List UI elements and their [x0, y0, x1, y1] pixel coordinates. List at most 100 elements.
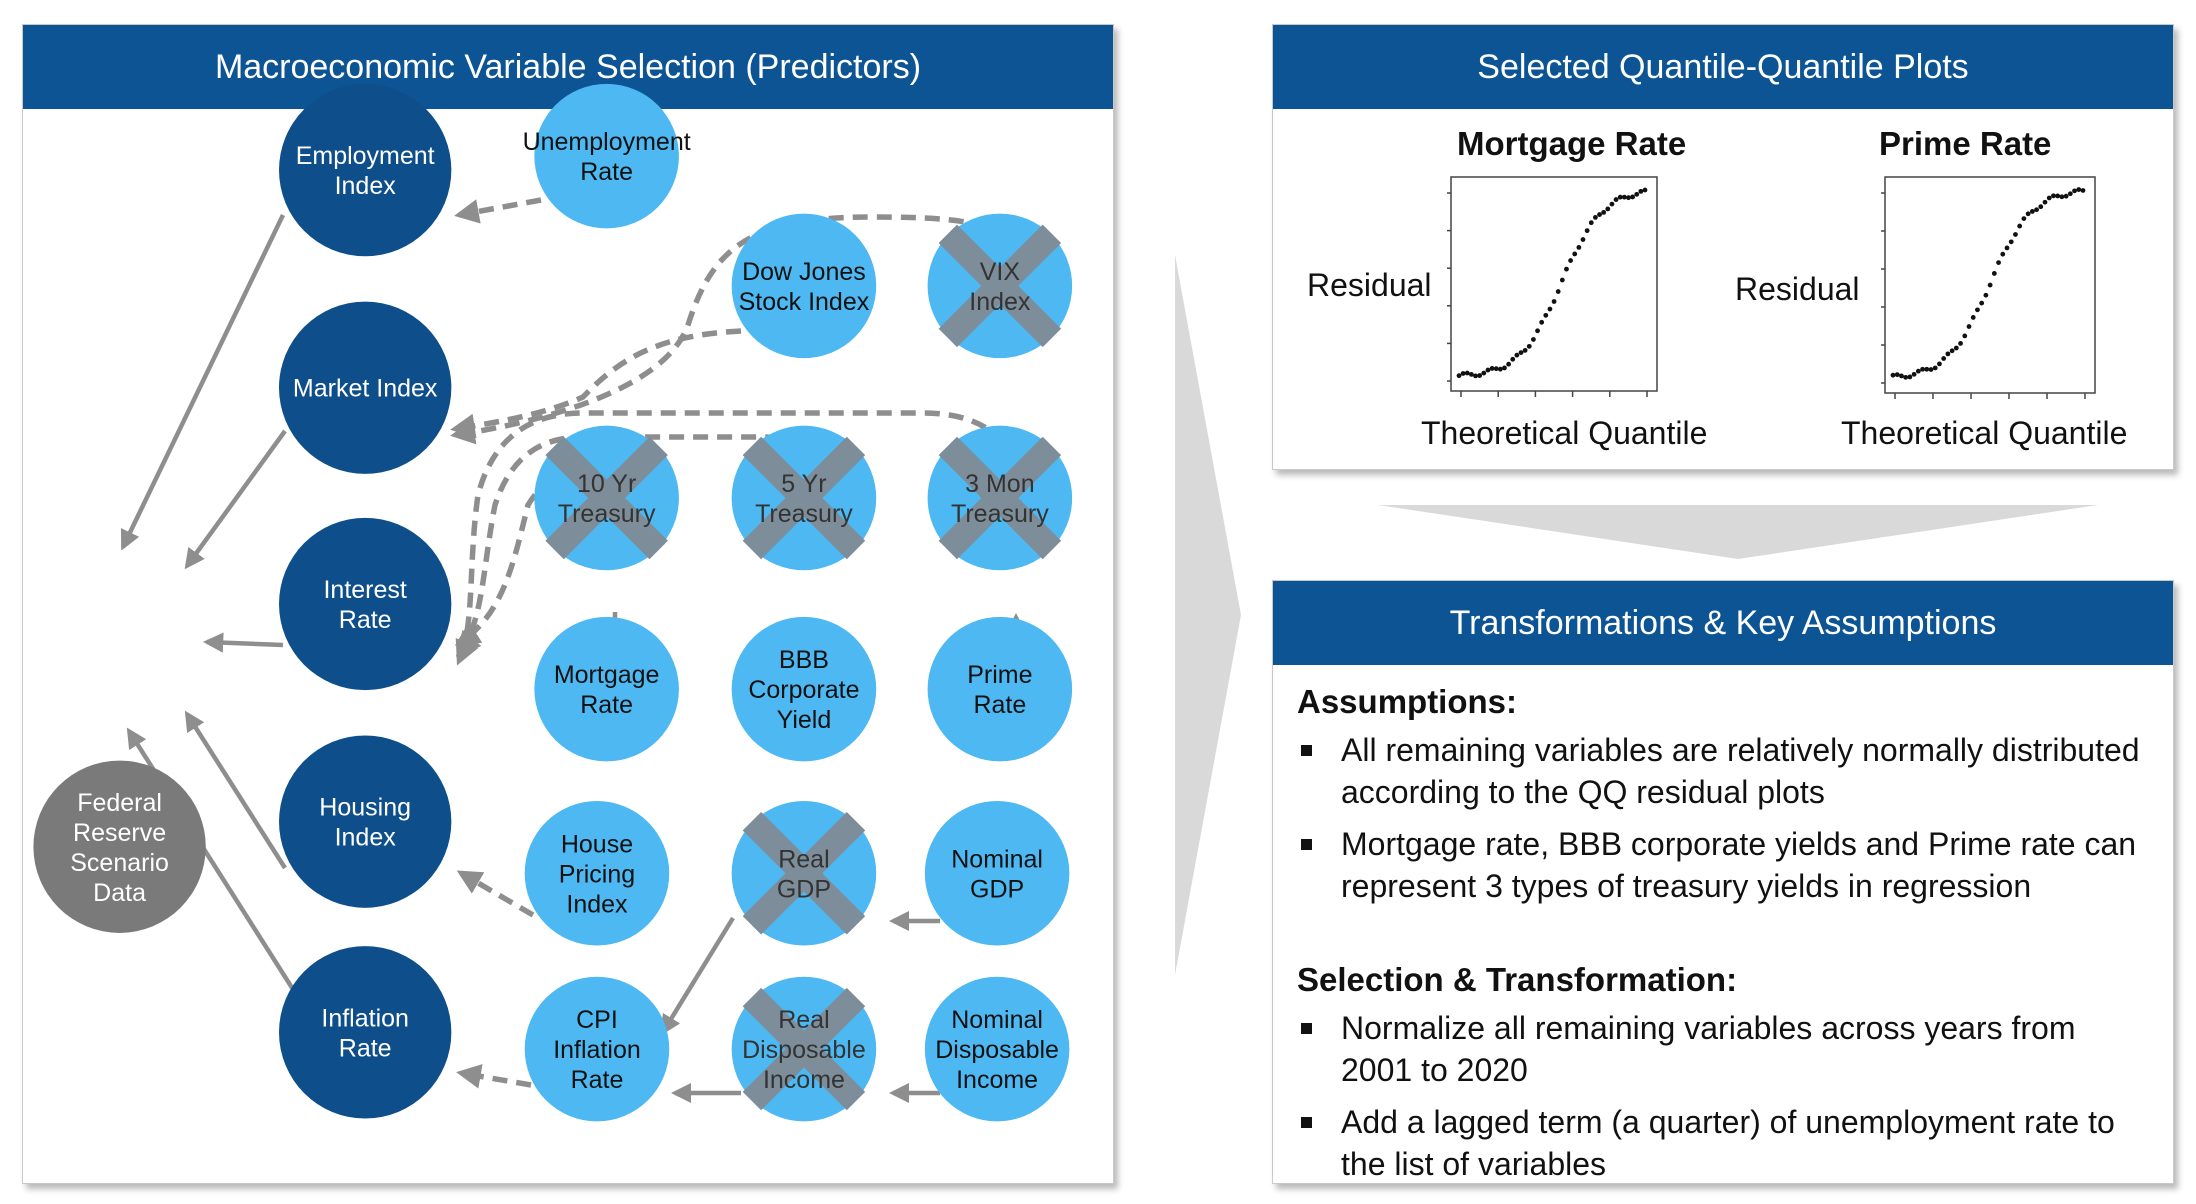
node-10yr-treasury-label: Treasury — [558, 500, 656, 528]
qq-point — [1518, 350, 1524, 355]
qq-prime-ylabel: Residual — [1735, 271, 1860, 307]
qq-point — [1899, 373, 1904, 379]
node-unemployment-rate-label: Rate — [580, 158, 633, 186]
node-mortgage-rate-label: Rate — [580, 691, 633, 719]
qq-point — [1588, 220, 1594, 226]
qq-point — [2080, 188, 2086, 193]
assumptions-heading: Assumptions: — [1297, 683, 1518, 720]
qq-point — [1469, 371, 1474, 377]
qq-point — [1979, 300, 1985, 306]
node-inflation-rate-circle — [278, 946, 452, 1119]
qq-point — [1617, 194, 1623, 200]
qq-point — [2038, 204, 2044, 210]
node-employment-index-label: Employment — [296, 142, 435, 170]
node-nominal-gdp-circle — [924, 800, 1070, 946]
qq-point — [1991, 271, 1997, 276]
excluded-x-icon — [742, 987, 866, 1111]
node-house-pricing-label: Pricing — [559, 860, 635, 888]
selection-heading: Selection & Transformation: — [1297, 961, 1738, 998]
qq-point — [1928, 367, 1934, 372]
bullet-square-icon — [1301, 1117, 1312, 1128]
node-federal-reserve-label: Scenario — [70, 849, 169, 877]
qq-point — [1924, 366, 1930, 372]
edge-housing-to-fed — [184, 710, 287, 870]
qq-point — [1932, 365, 1938, 371]
node-federal-reserve-label: Data — [93, 879, 146, 907]
assumptions-panel: Transformations & Key Assumptions Assump… — [1272, 580, 2174, 1184]
qq-point — [1609, 201, 1615, 207]
node-dow-jones-circle — [731, 213, 877, 359]
qq-point — [2046, 195, 2052, 201]
qq-point — [1510, 356, 1516, 362]
qq-point — [2029, 209, 2035, 214]
qq-point — [1497, 366, 1503, 372]
qq-point — [1485, 367, 1491, 373]
node-dow-jones-label: Stock Index — [739, 288, 870, 316]
qq-point — [1983, 292, 1989, 298]
down-chevron — [1378, 505, 2098, 559]
qq-point — [1551, 299, 1557, 304]
edge-employment-to-fed — [120, 214, 286, 551]
qq-point — [1903, 374, 1909, 380]
node-cpi-inflation-circle — [524, 976, 670, 1122]
qq-point — [1460, 371, 1466, 376]
edge-3mon-to-interest — [455, 410, 1016, 666]
qq-point — [1547, 306, 1553, 312]
qq-point — [1642, 187, 1648, 193]
qq-point — [1605, 206, 1611, 212]
qq-point — [1493, 366, 1499, 372]
node-interest-rate-label: Interest — [323, 576, 406, 604]
edge-market-to-fed — [184, 429, 287, 570]
excluded-x-icon — [938, 436, 1062, 560]
node-bbb-yield-label: Yield — [777, 706, 832, 734]
node-market-index: Market Index — [278, 301, 452, 474]
node-mortgage-rate-label: Mortgage — [554, 661, 660, 689]
qq-point — [1473, 373, 1478, 379]
qq-point — [2076, 187, 2082, 192]
qq-point — [2055, 193, 2061, 199]
qq-prime-plot — [1881, 176, 2096, 399]
node-real-gdp-label: Real — [778, 845, 829, 873]
node-market-index-label: Market Index — [293, 375, 438, 403]
qq-point — [1949, 348, 1955, 354]
qq-point — [2051, 193, 2056, 199]
qq-point — [1970, 315, 1976, 320]
qq-point — [1477, 373, 1483, 378]
edge-interest-to-fed — [202, 632, 284, 653]
qq-point — [1890, 372, 1896, 378]
qq-point — [2021, 216, 2027, 222]
qq-point — [1481, 370, 1487, 376]
excluded-x-icon — [545, 436, 668, 560]
qq-point — [1568, 258, 1573, 263]
qq-point — [1584, 228, 1590, 234]
qq-point — [1996, 260, 2001, 266]
qq-point — [2008, 239, 2014, 245]
node-interest-rate-label: Rate — [339, 606, 392, 634]
qq-point — [1543, 312, 1549, 318]
qq-point — [1572, 251, 1578, 257]
qq-point — [1966, 324, 1972, 329]
qq-point — [1638, 188, 1644, 194]
bullet-square-icon — [1301, 839, 1312, 850]
node-vix-index-label: Index — [969, 288, 1031, 316]
node-bbb-yield-label: BBB — [779, 646, 829, 674]
qq-point — [1514, 352, 1520, 358]
nodes-layer: FederalReserveScenarioDataEmploymentInde… — [33, 83, 1073, 1122]
variable-selection-header: Macroeconomic Variable Selection (Predic… — [23, 25, 1113, 109]
node-nominal-gdp-label: Nominal — [951, 845, 1043, 873]
qq-prime-xlabel: Theoretical Quantile — [1841, 415, 2128, 451]
qq-point — [2017, 223, 2023, 229]
bullet-square-icon — [1301, 745, 1312, 756]
qq-point — [1937, 361, 1942, 367]
qq-point — [2013, 232, 2018, 237]
node-cpi-inflation-label: CPI — [576, 1006, 618, 1034]
qq-mortgage-title: Mortgage Rate — [1457, 125, 1687, 162]
